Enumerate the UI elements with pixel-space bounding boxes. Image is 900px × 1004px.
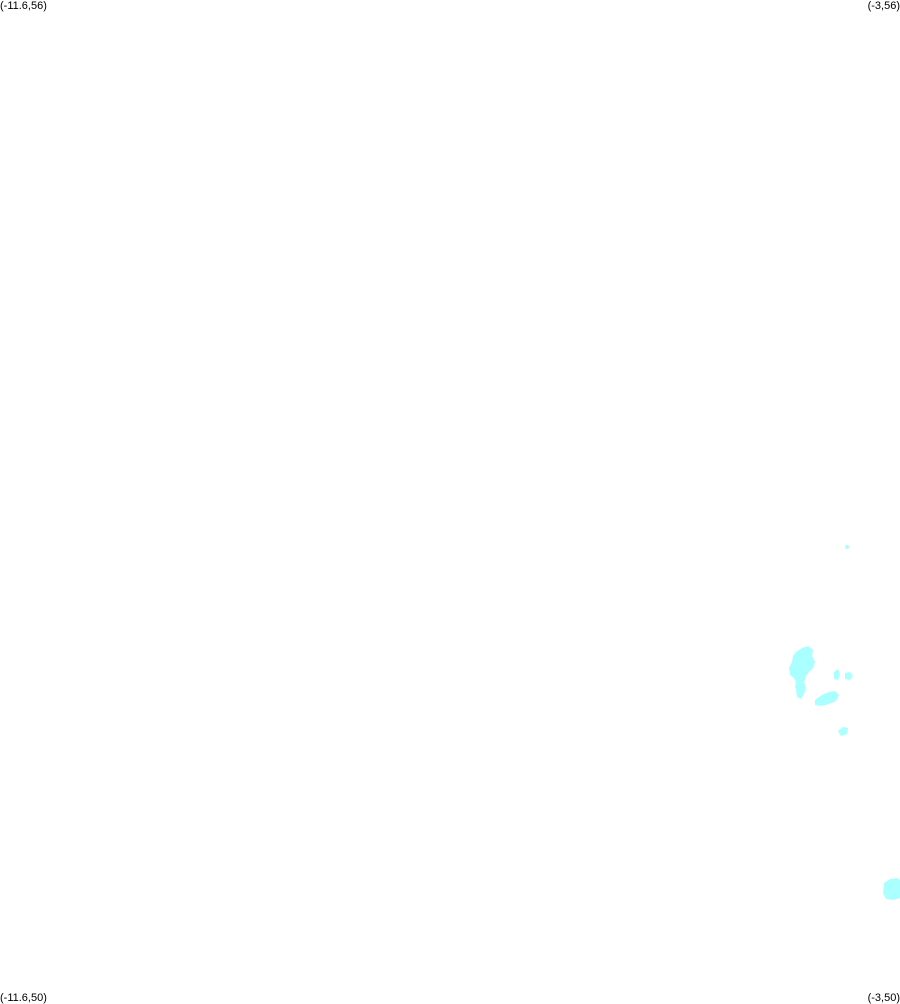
map-feature-speck [845, 545, 849, 549]
corner-label-top-left: (-11.6,56) [0, 0, 47, 12]
corner-label-bottom-right: (-3,50) [867, 992, 900, 1004]
map-feature-cluster-west-islet [795, 681, 802, 690]
map-feature-southern-islet [838, 727, 848, 736]
map-feature-southwest-block [883, 878, 900, 900]
corner-label-top-right: (-3,56) [867, 0, 900, 12]
corner-label-bottom-left: (-11.6,50) [0, 992, 47, 1004]
map-feature-cluster-west [789, 646, 815, 699]
map-feature-islet-east-b [845, 672, 853, 680]
map-feature-middle-strip [815, 691, 839, 706]
map-feature-islet-east-a [834, 669, 840, 680]
